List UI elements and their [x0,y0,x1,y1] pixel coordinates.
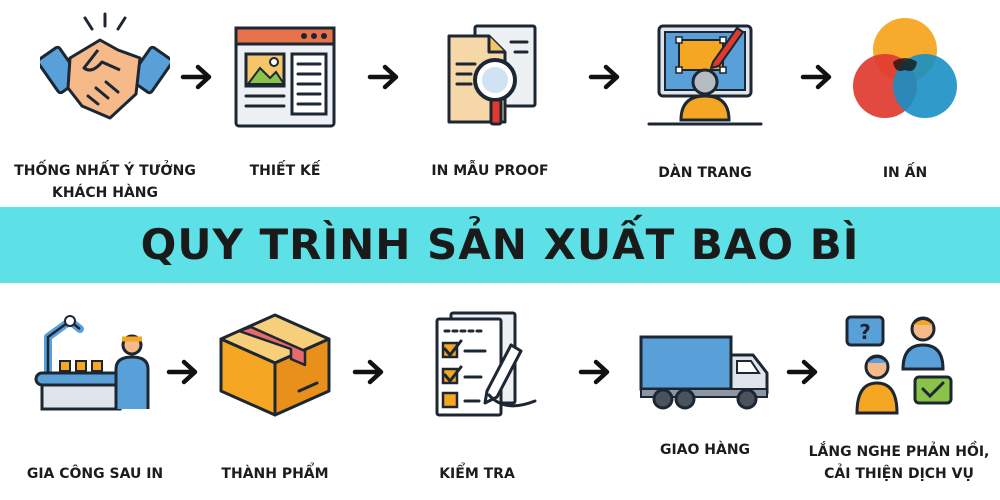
svg-text:?: ? [859,320,871,344]
step-label: DÀN TRANG [658,165,752,181]
design-layout-icon [234,26,336,128]
arrow-right-icon [588,64,620,90]
magnifier-document-icon [447,24,537,126]
cardboard-box-icon [219,313,331,417]
step-agree-idea: THỐNG NHẤT Ý TƯỞNG KHÁCH HÀNG [10,10,200,205]
step-design: THIẾT KẾ [190,22,380,205]
step-label: THIẾT KẾ [249,163,321,179]
step-inspection: KIỂM TRA [382,309,572,500]
cmyk-circles-icon [853,18,957,118]
step-label: IN ẤN [882,165,928,181]
factory-conveyor-icon [34,315,150,411]
checklist-pen-icon [435,311,537,417]
delivery-truck-icon [639,335,769,410]
step-finished-product: THÀNH PHẨM [180,309,370,500]
monitor-designer-icon [647,24,763,126]
step-printing: IN ẤN [810,14,1000,205]
bottom-process-row: GIA CÔNG SAU IN THÀNH PHẨM [0,285,1000,500]
step-layout: DÀN TRANG [610,20,800,205]
step-label: KIỂM TRA [439,466,515,482]
arrow-right-icon [352,359,384,385]
step-label: IN MẪU PROOF [431,163,549,179]
step-label: THÀNH PHẨM [221,466,329,482]
feedback-people-icon: ? [845,315,953,415]
page-title: QUY TRÌNH SẢN XUẤT BAO BÌ [140,220,860,269]
step-feedback: ? LẮNG NGHE PHẢN HỒI, CẢI THIỆN DỊCH VỤ [804,313,994,500]
step-label: THỐNG NHẤT Ý TƯỞNG KHÁCH HÀNG [14,163,196,201]
handshake-icon [40,12,170,120]
arrow-right-icon [180,64,212,90]
arrow-right-icon [166,359,198,385]
step-label: LẮNG NGHE PHẢN HỒI, CẢI THIỆN DỊCH VỤ [808,444,990,482]
arrow-right-icon [578,359,610,385]
step-post-print: GIA CÔNG SAU IN [0,315,190,500]
title-banner: QUY TRÌNH SẢN XUẤT BAO BÌ [0,207,1000,283]
arrow-right-icon [786,359,818,385]
arrow-right-icon [800,64,832,90]
step-print-proof: IN MẪU PROOF [395,22,585,205]
step-label: GIA CÔNG SAU IN [26,466,164,482]
top-process-row: THỐNG NHẤT Ý TƯỞNG KHÁCH HÀNG THIẾT KẾ [0,0,1000,205]
arrow-right-icon [367,64,399,90]
step-delivery: GIAO HÀNG [610,331,800,500]
step-label: GIAO HÀNG [659,442,751,458]
